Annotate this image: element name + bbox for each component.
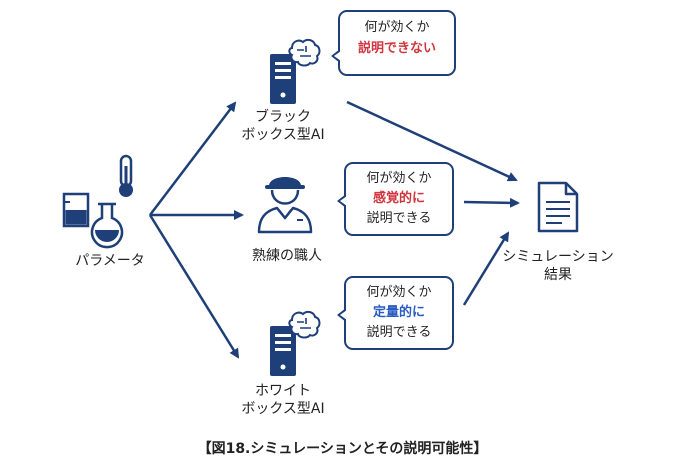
brain-icon — [288, 310, 321, 339]
server-brain-icon-whitebox — [270, 310, 321, 376]
blackbox-ai-label: ブラック ボックス型AI — [241, 109, 325, 143]
expert-speech-bubble: 何が効くか 感覚的に 説明できる — [337, 162, 454, 236]
lab-equipment-icon — [62, 154, 133, 249]
document-icon — [537, 181, 579, 233]
craftsman-icon — [257, 177, 313, 234]
beaker-icon — [62, 192, 90, 228]
blackbox-speech-bubble: 何が効くか 説明できない — [331, 10, 456, 76]
arrow-whitebox-to-result — [462, 231, 510, 306]
server-brain-icon — [270, 38, 321, 104]
figure-caption: 【図18.シミュレーションとその説明可能性】 — [197, 441, 488, 457]
whitebox-speech-bubble: 何が効くか 定量的に 説明できる — [337, 276, 454, 350]
simulation-result-label: シミュレーション 結果 — [502, 249, 614, 283]
flask-icon — [90, 202, 124, 249]
thermometer-icon — [119, 154, 133, 197]
arrow-parameter-to-blackbox — [149, 101, 237, 216]
brain-icon — [288, 38, 321, 67]
arrow-parameter-to-whitebox — [148, 214, 240, 359]
parameter-label: パラメータ — [75, 253, 145, 269]
whitebox-ai-label: ホワイト ボックス型AI — [241, 383, 325, 417]
expert-label: 熟練の職人 — [252, 248, 322, 264]
arrow-blackbox-to-result — [346, 100, 518, 182]
arrow-expert-to-result — [463, 197, 520, 208]
